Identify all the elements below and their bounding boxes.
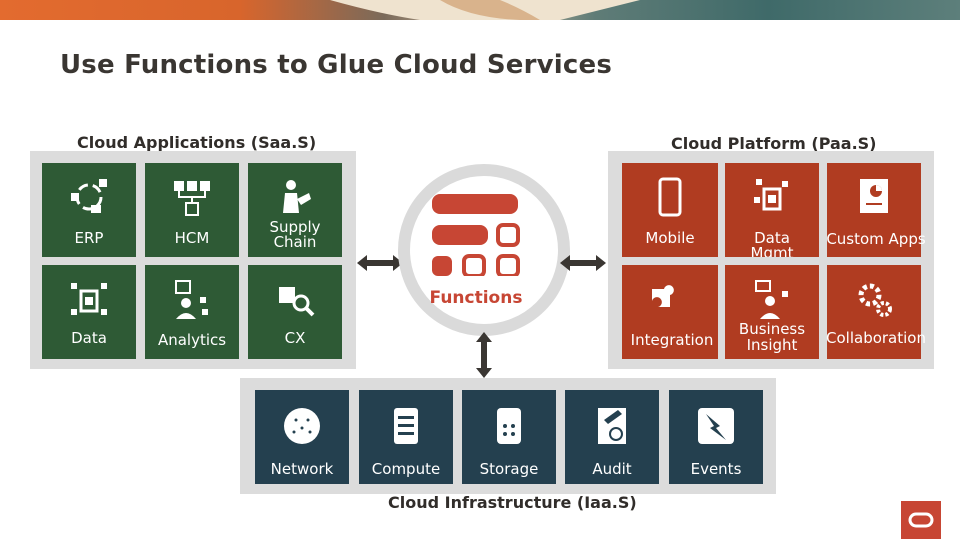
tile-label: Events xyxy=(669,462,763,477)
tile-label-line2: Insight xyxy=(725,338,819,353)
iaas-tile-events[interactable]: Events xyxy=(669,390,763,484)
tile-label-line1: Business xyxy=(725,322,819,337)
integration-icon xyxy=(644,279,684,319)
paas-tile-collaboration[interactable]: Collaboration xyxy=(827,265,921,359)
supply-chain-icon xyxy=(275,177,315,217)
tile-label: Audit xyxy=(565,462,659,477)
tile-label: Mobile xyxy=(622,231,718,246)
custom-apps-icon xyxy=(854,177,894,217)
tile-label: Analytics xyxy=(145,333,239,348)
paas-tile-business-insight[interactable]: Business Insight xyxy=(725,265,819,359)
events-icon xyxy=(696,406,736,446)
functions-paas-arrow xyxy=(560,252,606,274)
tile-label: Integration xyxy=(622,333,722,348)
saas-tile-erp[interactable]: ERP xyxy=(42,163,136,257)
audit-icon xyxy=(592,406,632,446)
iaas-tile-compute[interactable]: Compute xyxy=(359,390,453,484)
saas-tile-data[interactable]: Data xyxy=(42,265,136,359)
iaas-group-label: Cloud Infrastructure (Iaa.S) xyxy=(388,493,637,512)
iaas-tile-network[interactable]: Network xyxy=(255,390,349,484)
collaboration-icon xyxy=(854,279,894,319)
business-insight-icon xyxy=(752,279,792,319)
tile-label-line2: Mgmt xyxy=(725,246,819,257)
paas-tile-integration[interactable]: Integration xyxy=(622,265,718,359)
tile-label: Custom Apps xyxy=(823,232,929,247)
saas-tile-cx[interactable]: CX xyxy=(248,265,342,359)
tile-label: HCM xyxy=(145,231,239,246)
tile-label: Network xyxy=(255,462,349,477)
paas-tile-data-mgmt[interactable]: Data Mgmt xyxy=(725,163,819,257)
functions-icon xyxy=(432,194,520,276)
data-mgmt-icon xyxy=(752,177,792,217)
oracle-logo xyxy=(901,501,941,539)
functions-label: Functions xyxy=(390,288,562,308)
cx-icon xyxy=(275,279,315,319)
saas-tile-analytics[interactable]: Analytics xyxy=(145,265,239,359)
erp-icon xyxy=(69,177,109,217)
tile-label-line1: Data xyxy=(725,231,819,246)
iaas-tile-storage[interactable]: Storage xyxy=(462,390,556,484)
tile-label: CX xyxy=(248,331,342,346)
analytics-icon xyxy=(172,279,212,319)
storage-icon xyxy=(489,406,529,446)
functions-iaas-arrow xyxy=(473,332,495,378)
tile-label: Collaboration xyxy=(823,331,929,346)
tile-label: ERP xyxy=(42,231,136,246)
page-title: Use Functions to Glue Cloud Services xyxy=(60,50,612,80)
tile-label: Compute xyxy=(359,462,453,477)
tile-label-line2: Chain xyxy=(248,235,342,250)
header-banner-image xyxy=(0,0,960,20)
mobile-icon xyxy=(650,177,690,217)
tile-label: Storage xyxy=(462,462,556,477)
paas-tile-custom-apps[interactable]: Custom Apps xyxy=(827,163,921,257)
saas-group-label: Cloud Applications (Saa.S) xyxy=(77,133,316,152)
saas-tile-hcm[interactable]: HCM xyxy=(145,163,239,257)
data-icon xyxy=(69,279,109,319)
compute-icon xyxy=(386,406,426,446)
paas-tile-mobile[interactable]: Mobile xyxy=(622,163,718,257)
saas-functions-arrow xyxy=(357,252,403,274)
saas-tile-supply-chain[interactable]: Supply Chain xyxy=(248,163,342,257)
network-icon xyxy=(282,406,322,446)
iaas-tile-audit[interactable]: Audit xyxy=(565,390,659,484)
tile-label: Data xyxy=(42,331,136,346)
hcm-icon xyxy=(172,177,212,217)
